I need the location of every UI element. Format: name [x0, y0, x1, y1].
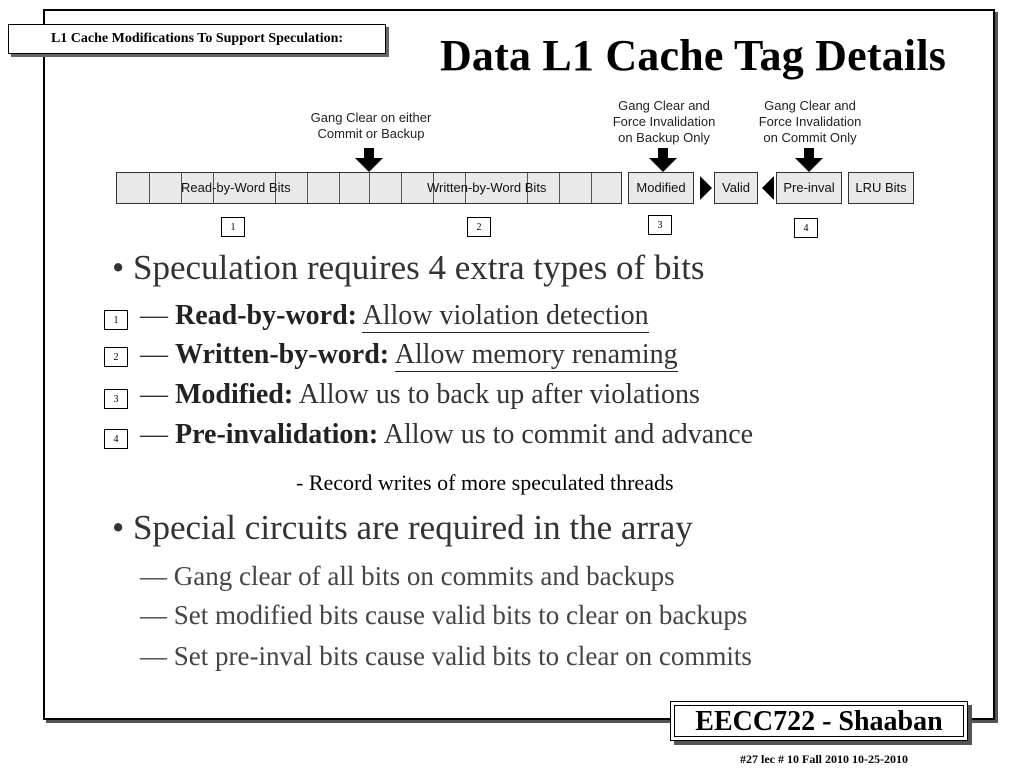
callout-line: Force Invalidation [758, 114, 862, 129]
marker-1: 1 [221, 217, 245, 237]
arrow-down-icon [364, 148, 374, 160]
field-read-by-word: Read-by-Word Bits [181, 180, 291, 195]
sub-set-modified: — Set modified bits cause valid bits to … [140, 600, 748, 630]
arrow-down-icon [658, 148, 668, 160]
desc: Allow memory renaming [394, 339, 678, 372]
callout-line: Commit or Backup [317, 126, 425, 141]
desc: Allow us to commit and advance [383, 419, 754, 450]
bullet-dot: • [112, 508, 134, 547]
cell-divider [369, 173, 370, 203]
callout-line: on Commit Only [763, 130, 857, 145]
item-marker-4: 4 [104, 429, 128, 449]
arrow-down-icon [795, 158, 823, 172]
term: Modified: [175, 379, 294, 410]
cell-divider [149, 173, 150, 203]
bullet-speculation: • Speculation requires 4 extra types of … [112, 248, 705, 288]
item-pre-invalidation: — Pre-invalidation: Allow us to commit a… [140, 419, 753, 451]
desc: Allow violation detection [362, 300, 649, 333]
cell-divider [307, 173, 308, 203]
item-read-by-word: — Read-by-word: Allow violation detectio… [140, 300, 649, 333]
dash: — [140, 379, 168, 410]
field-lru-bits: LRU Bits [848, 172, 914, 204]
note-record-writes: - Record writes of more speculated threa… [296, 470, 674, 495]
cell-divider [591, 173, 592, 203]
topic-label: L1 Cache Modifications To Support Specul… [8, 24, 386, 54]
arrow-down-icon [804, 148, 814, 160]
arrow-right-icon [700, 176, 712, 200]
bullet-text: Speculation requires 4 extra types of bi… [133, 248, 705, 287]
bullet-text: Special circuits are required in the arr… [133, 508, 693, 547]
callout-line: Gang Clear and [618, 98, 710, 113]
cell-divider [559, 173, 560, 203]
arrow-left-icon [762, 176, 774, 200]
callout-line: on Backup Only [618, 130, 710, 145]
cell-divider [433, 173, 434, 203]
item-marker-2: 2 [104, 347, 128, 367]
item-marker-1: 1 [104, 310, 128, 330]
cell-divider [401, 173, 402, 203]
arrow-down-icon [355, 158, 383, 172]
term: Read-by-word: [175, 300, 357, 331]
callout-line: Force Invalidation [612, 114, 716, 129]
item-written-by-word: — Written-by-word: Allow memory renaming [140, 339, 678, 372]
slide-title: Data L1 Cache Tag Details [439, 31, 947, 80]
cell-divider [339, 173, 340, 203]
field-valid: Valid [714, 172, 758, 204]
cell-divider [181, 173, 182, 203]
dash: — [140, 300, 168, 331]
marker-4: 4 [794, 218, 818, 238]
arrow-down-icon [649, 158, 677, 172]
sub-set-pre-inval: — Set pre-inval bits cause valid bits to… [140, 641, 752, 671]
course-label: EECC722 - Shaaban [674, 705, 964, 737]
cell-divider [213, 173, 214, 203]
sub-gang-clear: — Gang clear of all bits on commits and … [140, 561, 675, 591]
course-badge: EECC722 - Shaaban [670, 701, 968, 741]
callout-line: Gang Clear and [764, 98, 856, 113]
item-marker-3: 3 [104, 389, 128, 409]
item-modified: — Modified: Allow us to back up after vi… [140, 379, 700, 411]
callout-line: Gang Clear on either [310, 110, 432, 125]
desc: Allow us to back up after violations [298, 379, 700, 410]
callout-gang-clear-backup: Gang Clear and Force Invalidation on Bac… [600, 98, 728, 146]
field-pre-inval: Pre-inval [776, 172, 842, 204]
cell-divider [275, 173, 276, 203]
bullet-special-circuits: • Special circuits are required in the a… [112, 508, 693, 548]
marker-3: 3 [648, 215, 672, 235]
field-written-by-word: Written-by-Word Bits [427, 180, 547, 195]
cell-divider [527, 173, 528, 203]
callout-gang-clear-either: Gang Clear on either Commit or Backup [296, 110, 446, 142]
callout-gang-clear-commit: Gang Clear and Force Invalidation on Com… [746, 98, 874, 146]
cell-divider [465, 173, 466, 203]
footer-meta: #27 lec # 10 Fall 2010 10-25-2010 [740, 752, 908, 766]
slide-frame [43, 9, 995, 720]
marker-2: 2 [467, 217, 491, 237]
field-modified: Modified [628, 172, 694, 204]
dash: — [140, 419, 168, 450]
term: Written-by-word: [175, 339, 390, 370]
term: Pre-invalidation: [175, 419, 379, 450]
dash: — [140, 339, 168, 370]
tag-bits-bar: Read-by-Word Bits Written-by-Word Bits [116, 172, 622, 204]
bullet-dot: • [112, 248, 134, 287]
